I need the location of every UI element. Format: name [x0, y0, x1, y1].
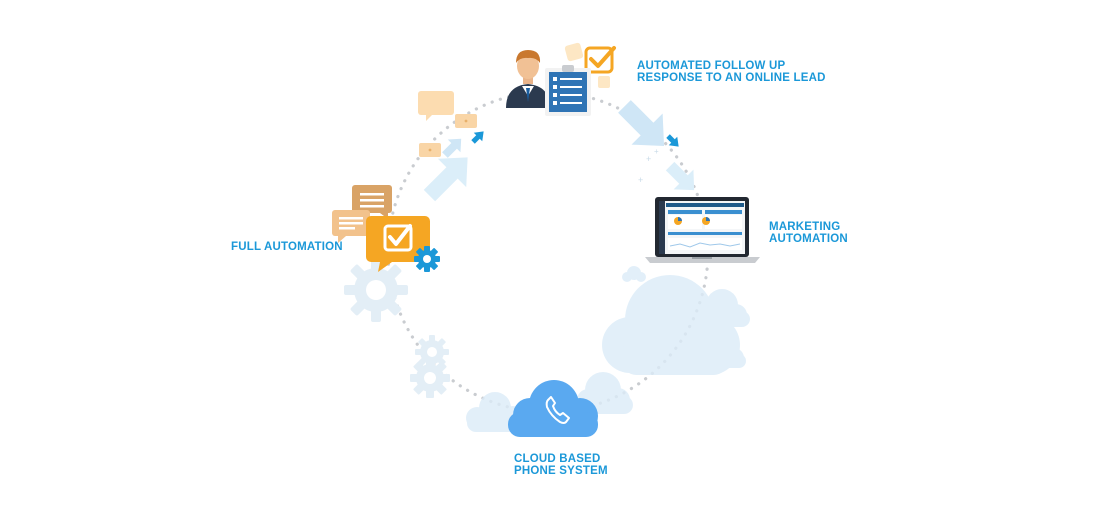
label-top-line1: AUTOMATED FOLLOW UP — [637, 60, 826, 72]
label-marketing-automation: MARKETING AUTOMATION — [769, 221, 848, 245]
faded-arrow-small-icon — [439, 132, 468, 161]
label-cloud-phone-system: CLOUD BASED PHONE SYSTEM — [514, 453, 608, 477]
label-left-line1: FULL AUTOMATION — [231, 241, 343, 253]
background-gears — [344, 258, 450, 398]
svg-text:+: + — [654, 147, 659, 156]
arrow-up-right-icon — [469, 127, 488, 146]
label-bottom-line2: PHONE SYSTEM — [514, 465, 608, 477]
label-top-line2: RESPONSE TO AN ONLINE LEAD — [637, 72, 826, 84]
cloud-phone-icon — [508, 380, 598, 437]
background-clouds — [466, 266, 750, 432]
person-with-checklist-icon — [506, 42, 614, 116]
svg-text:+: + — [646, 154, 651, 164]
label-bottom-line1: CLOUD BASED — [514, 453, 608, 465]
svg-text:+: + — [638, 175, 643, 185]
label-automated-follow-up: AUTOMATED FOLLOW UP RESPONSE TO AN ONLIN… — [637, 60, 826, 84]
faded-arrow-right-icon — [609, 91, 680, 162]
label-right-line1: MARKETING — [769, 221, 848, 233]
arrow-down-right-icon — [664, 132, 683, 151]
laptop-dashboard-icon — [645, 197, 760, 263]
label-full-automation: FULL AUTOMATION — [231, 241, 343, 253]
label-right-line2: AUTOMATION — [769, 233, 848, 245]
